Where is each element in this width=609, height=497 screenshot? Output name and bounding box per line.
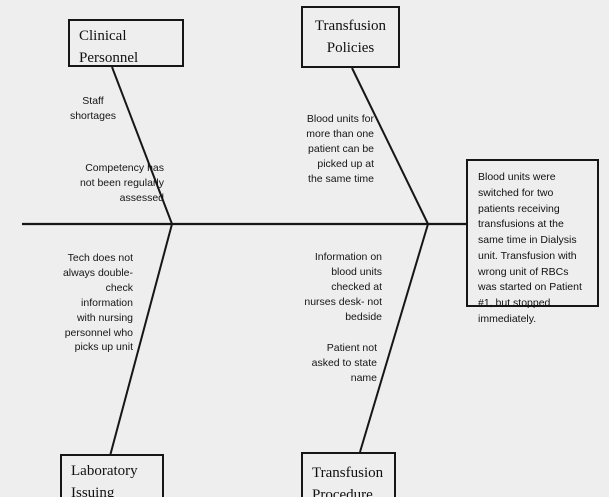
category-box-transfusion-policies[interactable]: Transfusion Policies [301, 6, 400, 68]
category-box-laboratory-issuing-procedure[interactable]: Laboratory Issuing Procedure [60, 454, 164, 497]
category-box-clinical-personnel[interactable]: Clinical Personnel [68, 19, 184, 67]
cause-competency-not-assessed: Competency has not been regularly assess… [79, 162, 164, 204]
cause-info-checked-nurses-desk: Information on blood units checked at nu… [304, 251, 382, 323]
cause-staff-shortages: Staff shortages [69, 95, 117, 122]
cause-tech-no-double-check: Tech does not always double- check infor… [62, 252, 133, 354]
cause-patient-not-asked-name: Patient not asked to state name [311, 342, 377, 384]
category-box-transfusion-procedure[interactable]: Transfusion Procedure [301, 452, 396, 497]
cause-blood-units-multiple-patients: Blood units for more than one patient ca… [306, 113, 374, 185]
effect-head-box[interactable]: Blood units were switched for two patien… [466, 159, 599, 325]
